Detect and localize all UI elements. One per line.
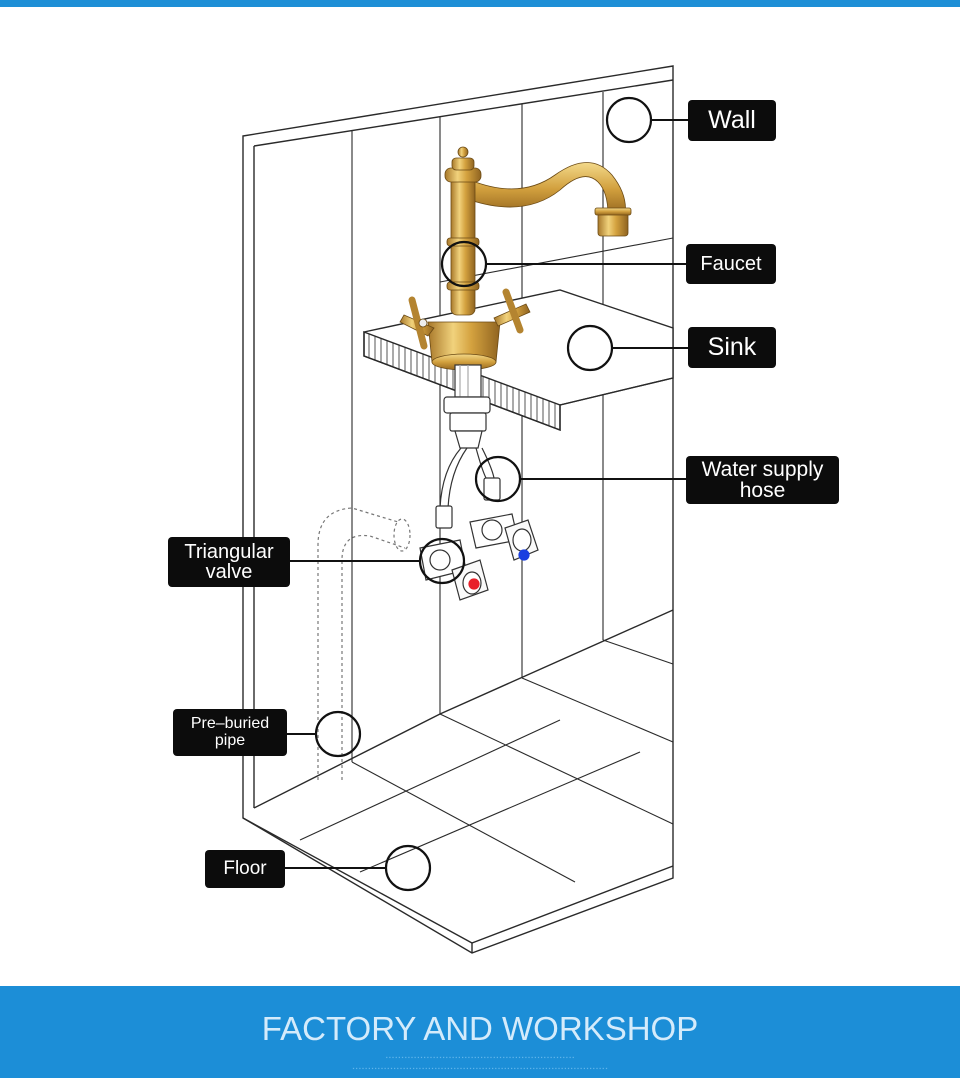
sink-label-text: Sink — [707, 332, 757, 361]
sink-label: Sink — [688, 327, 776, 368]
valve-callout-circle — [418, 537, 466, 585]
water-supply-hose — [435, 447, 501, 529]
top-accent-bar — [0, 0, 960, 7]
wall-label: Wall — [688, 100, 776, 141]
sink-callout-circle — [566, 324, 614, 372]
pre-buried-pipe-label: Pre–buried pipe — [173, 709, 287, 756]
pipe-callout-circle — [314, 710, 362, 758]
floor-callout-circle — [384, 844, 432, 892]
footer-fine-print-texture: ▪ ▪ ▪ ▪ ▪ ▪ ▪ ▪ ▪ ▪ ▪ ▪ ▪ ▪ ▪ ▪ ▪ ▪ ▪ ▪ … — [385, 1055, 575, 1061]
floor-label-text: Floor — [223, 858, 267, 880]
hose-label-line1: Water supply — [701, 457, 824, 481]
floor-label: Floor — [205, 850, 285, 888]
faucet-callout-circle — [440, 240, 488, 288]
footer-banner: FACTORY AND WORKSHOP ▪ ▪ ▪ ▪ ▪ ▪ ▪ ▪ ▪ ▪… — [0, 986, 960, 1078]
wall-label-text: Wall — [708, 105, 756, 134]
valve-label-line2: valve — [205, 561, 253, 583]
hose-callout-circle — [474, 455, 522, 503]
callout-circles — [314, 96, 653, 892]
installation-diagram — [242, 65, 690, 954]
under-sink-plumbing — [443, 364, 491, 449]
wall-callout-circle — [605, 96, 653, 144]
footer-fine-print-texture-2: ▪ ▪ ▪ ▪ ▪ ▪ ▪ ▪ ▪ ▪ ▪ ▪ ▪ ▪ ▪ ▪ ▪ ▪ ▪ ▪ … — [352, 1066, 608, 1072]
water-supply-hose-label: Water supply hose — [686, 456, 839, 504]
faucet-label: Faucet — [686, 244, 776, 284]
wall-structure — [242, 65, 674, 954]
triangular-valves — [419, 513, 539, 601]
callout-lines — [284, 119, 690, 869]
pipe-label-line1: Pre–buried — [190, 715, 270, 733]
hose-label-line2: hose — [739, 479, 786, 502]
valve-label-line1: Triangular — [184, 540, 274, 563]
pre-buried-pipe — [317, 507, 411, 780]
footer-title: FACTORY AND WORKSHOP — [261, 1010, 699, 1047]
pipe-label-line2: pipe — [214, 731, 246, 749]
triangular-valve-label: Triangular valve — [168, 537, 290, 587]
faucet-label-text: Faucet — [700, 252, 762, 275]
